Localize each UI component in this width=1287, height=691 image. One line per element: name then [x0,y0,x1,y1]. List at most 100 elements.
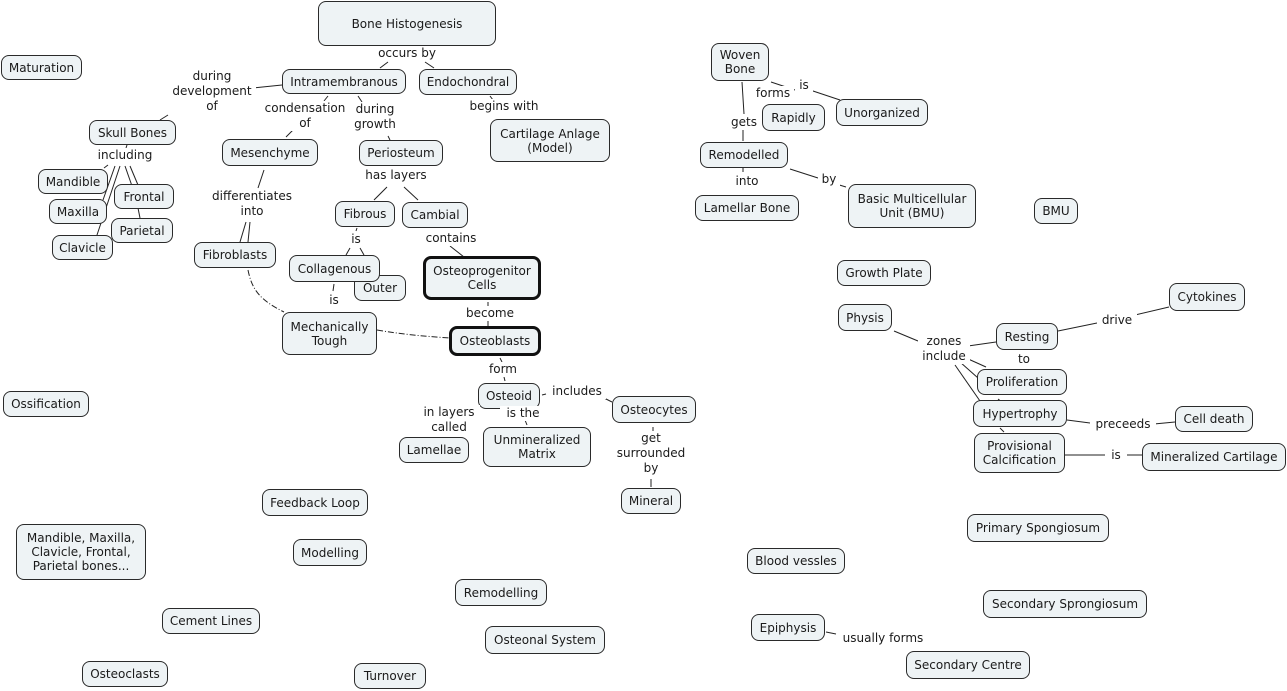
edge [137,207,141,219]
node-proliferation[interactable]: Proliferation [977,369,1067,395]
node-osteoprogenitor-cells[interactable]: Osteoprogenitor Cells [423,256,541,300]
node-mandible[interactable]: Mandible [38,169,108,194]
node-fibroblasts[interactable]: Fibroblasts [194,242,276,268]
edge [403,186,419,201]
link-contains: contains [422,231,480,246]
edge [355,227,358,232]
link-usually-forms: usually forms [838,631,928,646]
link-during-growth: during growth [348,102,402,132]
link-gets: gets [726,115,762,130]
link-is: is [1105,448,1127,463]
link-in-layers-called: in layers called [418,405,480,435]
node-hypertrophy[interactable]: Hypertrophy [973,400,1067,427]
node-secondary-sprongiosum[interactable]: Secondary Sprongiosum [983,590,1147,618]
node-mechanically-tough[interactable]: Mechanically Tough [282,312,377,355]
node-skull-bones[interactable]: Skull Bones [89,120,176,145]
node-epiphysis[interactable]: Epiphysis [751,614,825,641]
edge [954,364,981,402]
link-occurs-by: occurs by [372,46,442,61]
node-secondary-centre[interactable]: Secondary Centre [906,651,1030,679]
node-periosteum[interactable]: Periosteum [359,140,443,166]
link-preceeds: preceeds [1090,417,1156,432]
node-rapidly[interactable]: Rapidly [762,104,825,131]
node-maturation[interactable]: Maturation [1,55,82,80]
node-collagenous[interactable]: Collagenous [289,255,380,282]
node-turnover[interactable]: Turnover [354,663,426,689]
link-differentiates-into: differentiates into [207,189,297,219]
node-cytokines[interactable]: Cytokines [1169,283,1245,311]
link-is: is [795,78,813,93]
link-has-layers: has layers [360,168,432,183]
node-intramembranous[interactable]: Intramembranous [282,69,406,94]
node-bmu-short[interactable]: BMU [1034,198,1078,224]
node-cambial[interactable]: Cambial [402,202,468,228]
node-bones-list[interactable]: Mandible, Maxilla, Clavicle, Frontal, Pa… [16,524,146,580]
edge [103,164,109,169]
node-fibrous[interactable]: Fibrous [335,201,395,227]
node-resting[interactable]: Resting [996,323,1058,350]
edge [967,341,997,347]
link-get-surrounded-by: get surrounded by [612,431,690,476]
node-mesenchyme[interactable]: Mesenchyme [222,139,318,166]
link-drive: drive [1097,313,1137,328]
node-mineral[interactable]: Mineral [621,488,681,514]
node-remodelled[interactable]: Remodelled [700,142,788,168]
edge [357,95,363,103]
node-osteoclasts[interactable]: Osteoclasts [82,661,168,687]
node-parietal[interactable]: Parietal [111,218,173,243]
edge [789,168,819,179]
link-is: is [324,293,344,308]
link-forms: forms [752,86,794,101]
node-frontal[interactable]: Frontal [114,184,174,209]
node-endochondral[interactable]: Endochondral [419,69,517,95]
edge [257,169,265,189]
edge [503,376,506,382]
node-feedback-loop[interactable]: Feedback Loop [262,489,368,516]
edge [239,221,247,243]
node-clavicle[interactable]: Clavicle [52,235,113,260]
node-lamellar-bone[interactable]: Lamellar Bone [695,195,799,221]
node-lamellae[interactable]: Lamellae [399,437,469,463]
link-by: by [818,172,840,187]
node-woven-bone[interactable]: Woven Bone [711,43,769,81]
edge-dashed [376,329,451,339]
link-into: into [730,174,764,189]
node-cement-lines[interactable]: Cement Lines [162,608,260,634]
edge [741,81,745,115]
node-provisional-calcification[interactable]: Provisional Calcification [974,433,1065,473]
node-osteocytes[interactable]: Osteocytes [612,396,696,423]
node-osteoblasts[interactable]: Osteoblasts [449,326,541,356]
node-bmu[interactable]: Basic Multicellular Unit (BMU) [848,184,976,228]
node-modelling[interactable]: Modelling [293,539,367,566]
node-mineralized-cartilage[interactable]: Mineralized Cartilage [1142,443,1286,471]
link-is: is [347,232,365,247]
edge [1066,419,1091,424]
node-primary-spongiosum[interactable]: Primary Spongiosum [967,514,1109,542]
link-zones-include: zones include [918,334,970,364]
node-cartilage-anlage[interactable]: Cartilage Anlage (Model) [490,119,610,162]
node-maxilla[interactable]: Maxilla [49,199,107,224]
link-become: become [462,306,518,321]
node-growth-plate[interactable]: Growth Plate [837,260,931,286]
edge [379,61,389,69]
edge [247,221,251,243]
node-physis[interactable]: Physis [838,304,892,331]
node-unmineralized-matrix[interactable]: Unmineralized Matrix [483,427,591,467]
edge [1057,322,1098,332]
edge [323,95,329,102]
edge-dashed [247,269,285,313]
edge [159,114,169,121]
edge [285,129,294,138]
node-osteonal-system[interactable]: Osteonal System [485,626,605,654]
node-unorganized[interactable]: Unorganized [836,99,928,126]
edge [332,283,335,292]
node-ossification[interactable]: Ossification [3,391,89,417]
edge [387,135,391,141]
edge [541,393,547,396]
edge [102,165,116,201]
node-remodelling[interactable]: Remodelling [455,579,547,606]
edge [252,84,283,89]
node-blood-vessels[interactable]: Blood vessles [747,548,845,574]
node-bone-histogenesis[interactable]: Bone Histogenesis [318,1,496,46]
node-cell-death[interactable]: Cell death [1175,406,1253,432]
